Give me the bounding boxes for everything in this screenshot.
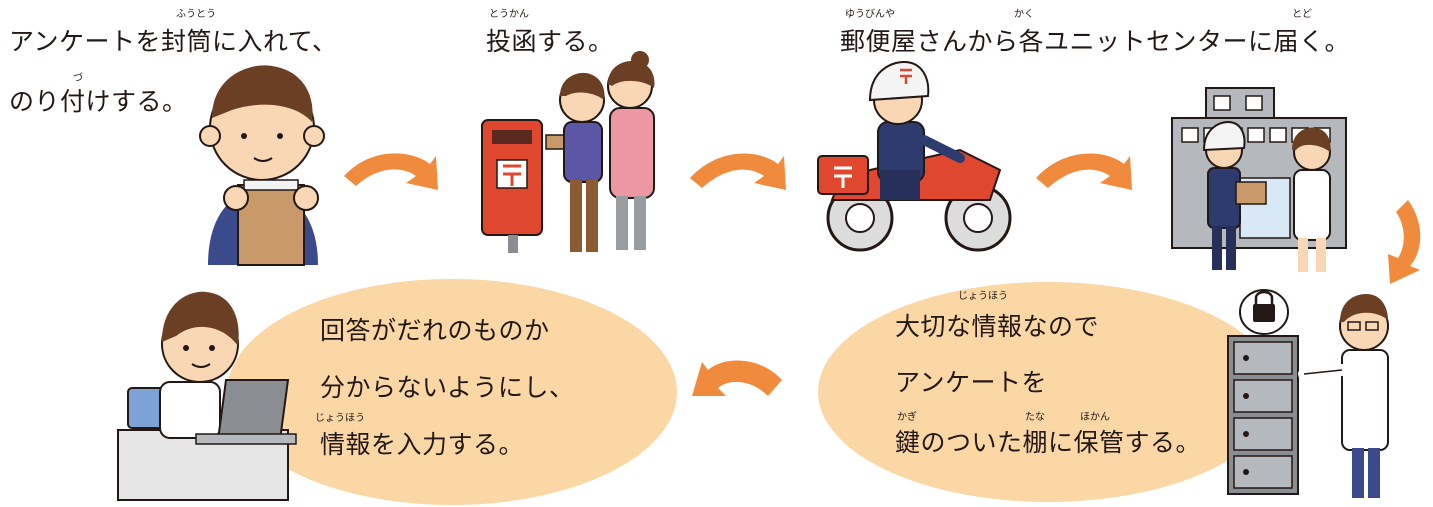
mailbox-and-people <box>481 51 655 253</box>
ruby-toukan: とうかん <box>489 9 529 20</box>
bubble-storage <box>818 282 1278 502</box>
step5-bubble-line1: 回答がだれのものか <box>320 316 550 345</box>
ruby-kagi: かぎ <box>897 412 917 423</box>
arrow-step2-to-step3 <box>690 153 786 190</box>
ruby-hokan: ほかん <box>1080 412 1110 423</box>
locked-cabinet-with-staff <box>1227 289 1389 498</box>
step4-bubble-line1: 大切な情報なので <box>895 312 1100 341</box>
arrow-step1-to-step2 <box>344 153 438 190</box>
ruby-jouhou-storage: じょうほう <box>958 291 1008 302</box>
bubble-input <box>227 279 677 505</box>
step2-caption: 投函する。 <box>486 27 614 56</box>
ruby-tana: たな <box>1025 412 1045 423</box>
ruby-jouhou-input: じょうほう <box>315 413 365 424</box>
staff-at-computer <box>117 291 297 501</box>
step4-bubble-line2: アンケートを <box>895 368 1048 397</box>
step1-caption-line2: のり付けする。 <box>9 87 188 116</box>
ruby-yuubinya: ゆうびんや <box>845 9 895 20</box>
ruby-kaku: かく <box>1014 9 1034 20</box>
arrow-step3-to-step4 <box>1036 153 1132 190</box>
person-sealing-envelope <box>199 65 325 266</box>
ruby-todo: とど <box>1292 9 1312 20</box>
arrow-step4-down <box>1388 200 1421 284</box>
ruby-futou: ふうとう <box>176 9 216 20</box>
step4-bubble-line3: 鍵のついた棚に保管する。 <box>895 428 1202 457</box>
step5-bubble-line2: 分からないようにし、 <box>320 373 575 402</box>
arrow-step4-to-step5 <box>692 360 782 396</box>
postman-on-motorbike <box>817 60 1012 252</box>
step1-caption-line1: アンケートを封筒に入れて、 <box>9 27 338 56</box>
unit-center-building <box>1171 87 1347 272</box>
step3-caption: 郵便屋さんから各ユニットセンターに届く。 <box>840 27 1351 56</box>
ruby-zu: づ <box>73 73 83 84</box>
step5-bubble-line3: 情報を入力する。 <box>320 430 525 459</box>
